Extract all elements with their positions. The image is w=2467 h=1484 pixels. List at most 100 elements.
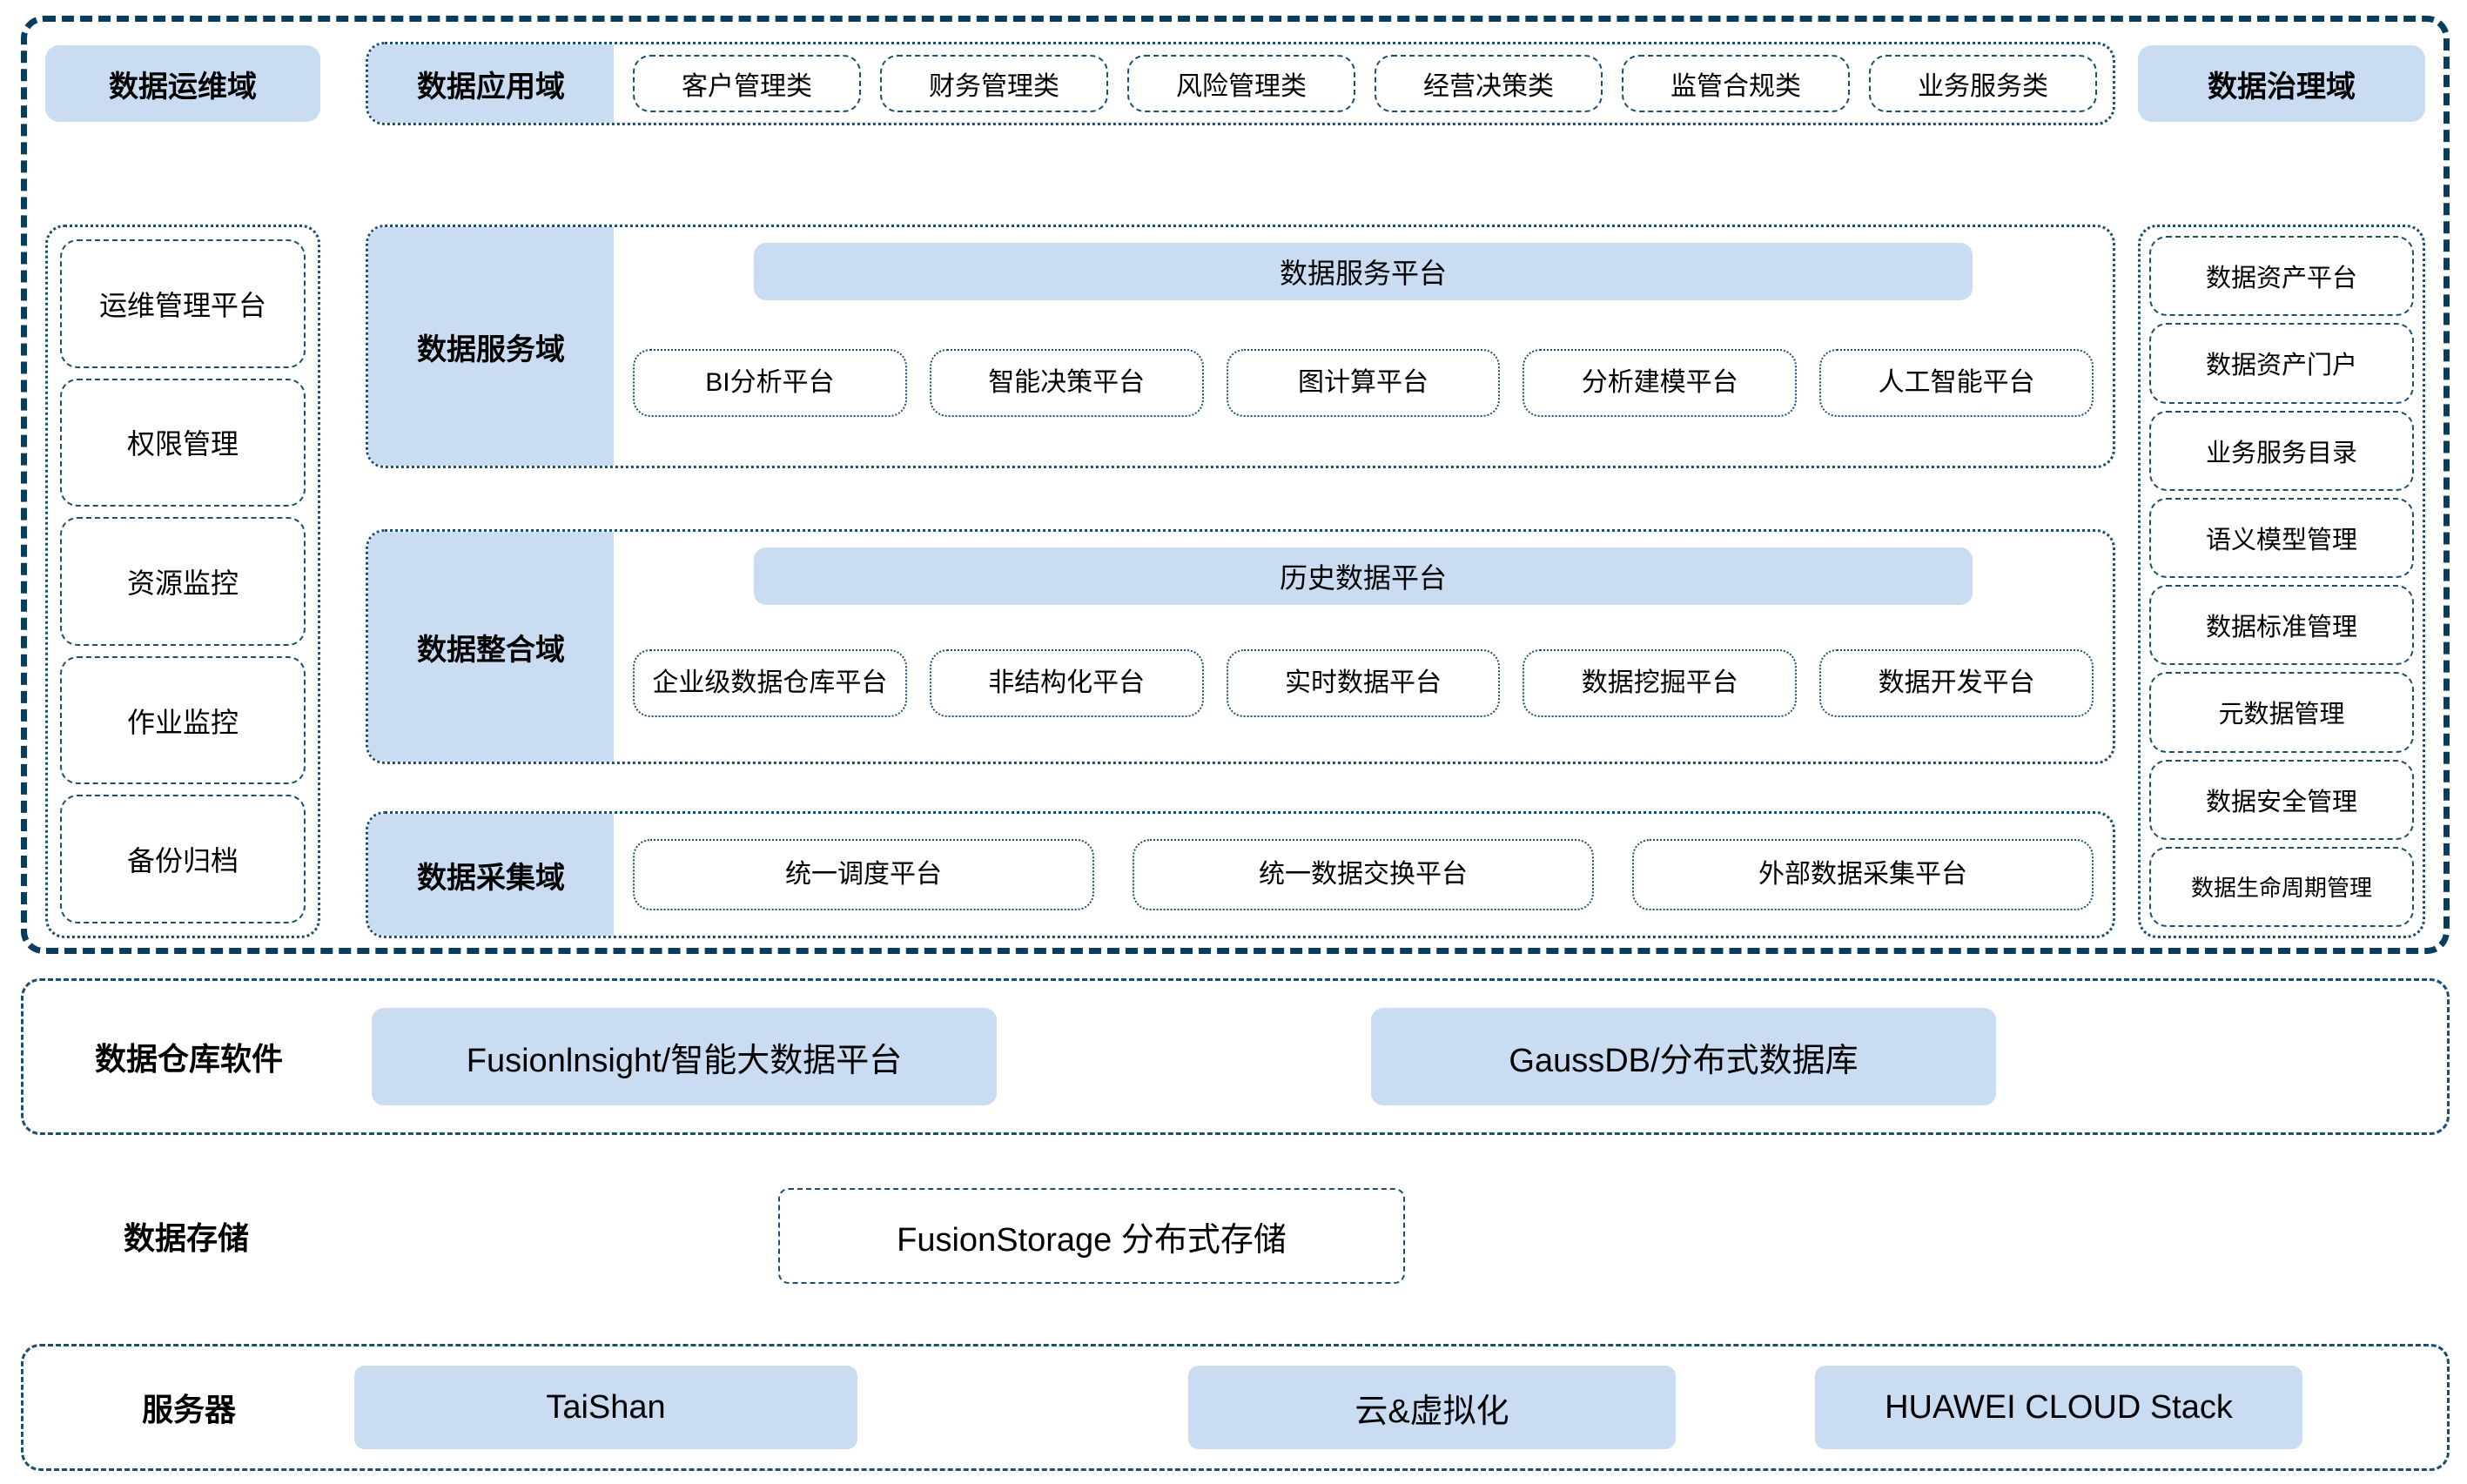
collect-domain-block: 数据采集域 统一调度平台 统一数据交换平台 外部数据采集平台	[366, 811, 2115, 938]
server-chip[interactable]: 云&虚拟化	[1188, 1366, 1676, 1449]
integration-domain-item-list: 企业级数据仓库平台 非结构化平台 实时数据平台 数据挖掘平台 数据开发平台	[633, 605, 2094, 744]
ops-item[interactable]: 备份归档	[60, 795, 306, 923]
data-warehouse-band-label: 数据仓库软件	[94, 1041, 283, 1077]
collect-chip[interactable]: 统一调度平台	[633, 839, 1094, 910]
collect-domain-item-list: 统一调度平台 统一数据交换平台 外部数据采集平台	[633, 826, 2094, 923]
integration-domain-label[interactable]: 数据整合域	[368, 532, 614, 762]
ops-domain-column: 运维管理平台 权限管理 资源监控 作业监控 备份归档	[45, 225, 320, 938]
ops-item[interactable]: 权限管理	[60, 378, 306, 507]
gov-item-label: 语义模型管理	[2205, 526, 2357, 554]
ops-item-label: 备份归档	[126, 845, 239, 877]
service-domain-title: 数据服务域	[417, 332, 565, 366]
collect-chip-label: 统一调度平台	[785, 859, 942, 889]
app-chip[interactable]: 风险管理类	[1127, 55, 1355, 112]
ops-domain-header[interactable]: 数据运维域	[45, 45, 320, 122]
data-warehouse-band: 数据仓库软件 Fusionlnsight/智能大数据平台 GaussDB/分布式…	[21, 978, 2450, 1135]
ops-item[interactable]: 运维管理平台	[60, 239, 306, 368]
app-chip-label: 客户管理类	[682, 72, 812, 101]
data-storage-band: 数据存储 FusionStorage 分布式存储	[21, 1163, 2450, 1309]
collect-domain-body: 统一调度平台 统一数据交换平台 外部数据采集平台	[614, 814, 2113, 936]
integration-domain-body: 历史数据平台 企业级数据仓库平台 非结构化平台 实时数据平台 数据挖掘平台 数据…	[614, 532, 2113, 762]
service-platform-bar[interactable]: 数据服务平台	[754, 243, 1973, 300]
data-storage-chip[interactable]: FusionStorage 分布式存储	[778, 1188, 1405, 1284]
app-chip-label: 监管合规类	[1670, 72, 1801, 101]
app-chip-label: 风险管理类	[1176, 72, 1307, 101]
server-chip-label: TaiShan	[546, 1388, 666, 1426]
gov-domain-column: 数据资产平台 数据资产门户 业务服务目录 语义模型管理 数据标准管理 元数据管理…	[2138, 225, 2425, 938]
app-chip[interactable]: 客户管理类	[633, 55, 861, 112]
data-warehouse-chip-label: Fusionlnsight/智能大数据平台	[466, 1042, 903, 1079]
integration-chip[interactable]: 数据开发平台	[1819, 649, 2094, 717]
app-chip[interactable]: 经营决策类	[1375, 55, 1603, 112]
integration-platform-bar[interactable]: 历史数据平台	[754, 547, 1973, 605]
gov-item[interactable]: 数据安全管理	[2149, 759, 2414, 840]
gov-item[interactable]: 数据生命周期管理	[2149, 846, 2414, 927]
gov-item[interactable]: 数据资产门户	[2149, 323, 2414, 404]
collect-chip-label: 统一数据交换平台	[1259, 859, 1468, 889]
collect-chip[interactable]: 外部数据采集平台	[1632, 839, 2094, 910]
integration-chip[interactable]: 数据挖掘平台	[1523, 649, 1798, 717]
integration-chip-label: 数据开发平台	[1878, 668, 2035, 697]
gov-item-label: 数据安全管理	[2205, 788, 2357, 816]
gov-item[interactable]: 语义模型管理	[2149, 497, 2414, 578]
gov-item-label: 数据资产平台	[2205, 265, 2357, 293]
data-warehouse-chip[interactable]: GaussDB/分布式数据库	[1371, 1008, 1996, 1105]
service-domain-block: 数据服务域 数据服务平台 BI分析平台 智能决策平台 图计算平台 分析建模平台	[366, 225, 2115, 468]
integration-chip-label: 实时数据平台	[1284, 668, 1442, 697]
server-chip[interactable]: HUAWEI CLOUD Stack	[1815, 1366, 2302, 1449]
gov-item[interactable]: 业务服务目录	[2149, 410, 2414, 491]
ops-item[interactable]: 作业监控	[60, 655, 306, 785]
gov-item-label: 数据生命周期管理	[2190, 875, 2372, 902]
service-platform-bar-label: 数据服务平台	[1279, 258, 1447, 289]
gov-domain-title: 数据治理域	[2208, 70, 2356, 104]
server-band: 服务器 TaiShan 云&虚拟化 HUAWEI CLOUD Stack	[21, 1344, 2450, 1471]
integration-chip-label: 非结构化平台	[988, 668, 1146, 697]
integration-chip[interactable]: 非结构化平台	[929, 649, 1204, 717]
server-band-label: 服务器	[141, 1392, 236, 1427]
service-domain-item-list: BI分析平台 智能决策平台 图计算平台 分析建模平台 人工智能平台	[633, 300, 2094, 448]
app-chip[interactable]: 财务管理类	[880, 55, 1108, 112]
server-chip-label: HUAWEI CLOUD Stack	[1885, 1388, 2233, 1426]
collect-chip-label: 外部数据采集平台	[1758, 859, 1967, 889]
app-chip-label: 业务服务类	[1918, 72, 2048, 101]
server-chip-label: 云&虚拟化	[1354, 1393, 1509, 1430]
server-item-list: TaiShan 云&虚拟化 HUAWEI CLOUD Stack	[354, 1366, 2447, 1449]
server-chip[interactable]: TaiShan	[354, 1366, 857, 1449]
ops-item-label: 运维管理平台	[98, 289, 266, 321]
gov-item-label: 元数据管理	[2218, 701, 2345, 729]
gov-item-label: 数据标准管理	[2205, 614, 2357, 642]
integration-chip[interactable]: 实时数据平台	[1226, 649, 1501, 717]
collect-domain-label[interactable]: 数据采集域	[368, 814, 614, 936]
app-chip[interactable]: 监管合规类	[1622, 55, 1850, 112]
service-chip[interactable]: 人工智能平台	[1819, 349, 2094, 417]
app-domain-item-list: 客户管理类 财务管理类 风险管理类 经营决策类 监管合规类 业务服务类	[614, 44, 2113, 123]
app-domain-title: 数据应用域	[417, 70, 565, 104]
gov-domain-header[interactable]: 数据治理域	[2138, 45, 2425, 122]
gov-item[interactable]: 数据资产平台	[2149, 236, 2414, 317]
service-chip[interactable]: 图计算平台	[1226, 349, 1501, 417]
gov-item[interactable]: 数据标准管理	[2149, 585, 2414, 666]
service-chip[interactable]: 分析建模平台	[1523, 349, 1798, 417]
gov-item-label: 业务服务目录	[2205, 439, 2357, 467]
service-chip[interactable]: 智能决策平台	[929, 349, 1204, 417]
collect-chip[interactable]: 统一数据交换平台	[1133, 839, 1594, 910]
service-chip-label: 图计算平台	[1297, 367, 1428, 397]
service-chip[interactable]: BI分析平台	[633, 349, 907, 417]
data-warehouse-item-list: Fusionlnsight/智能大数据平台 GaussDB/分布式数据库	[354, 1008, 2447, 1105]
integration-chip-label: 数据挖掘平台	[1581, 668, 1738, 697]
app-domain-label[interactable]: 数据应用域	[368, 44, 614, 123]
integration-platform-bar-label: 历史数据平台	[1279, 562, 1447, 594]
integration-chip[interactable]: 企业级数据仓库平台	[633, 649, 907, 717]
ops-item[interactable]: 资源监控	[60, 517, 306, 646]
service-domain-label[interactable]: 数据服务域	[368, 227, 614, 466]
gov-item[interactable]: 元数据管理	[2149, 672, 2414, 753]
integration-domain-block: 数据整合域 历史数据平台 企业级数据仓库平台 非结构化平台 实时数据平台 数据挖…	[366, 529, 2115, 764]
integration-chip-label: 企业级数据仓库平台	[652, 668, 888, 697]
service-chip-label: 智能决策平台	[988, 367, 1146, 397]
ops-item-label: 作业监控	[126, 706, 239, 738]
collect-domain-title: 数据采集域	[417, 861, 565, 895]
app-chip[interactable]: 业务服务类	[1869, 55, 2097, 112]
data-warehouse-chip[interactable]: Fusionlnsight/智能大数据平台	[372, 1008, 997, 1105]
ops-item-label: 资源监控	[126, 567, 239, 599]
